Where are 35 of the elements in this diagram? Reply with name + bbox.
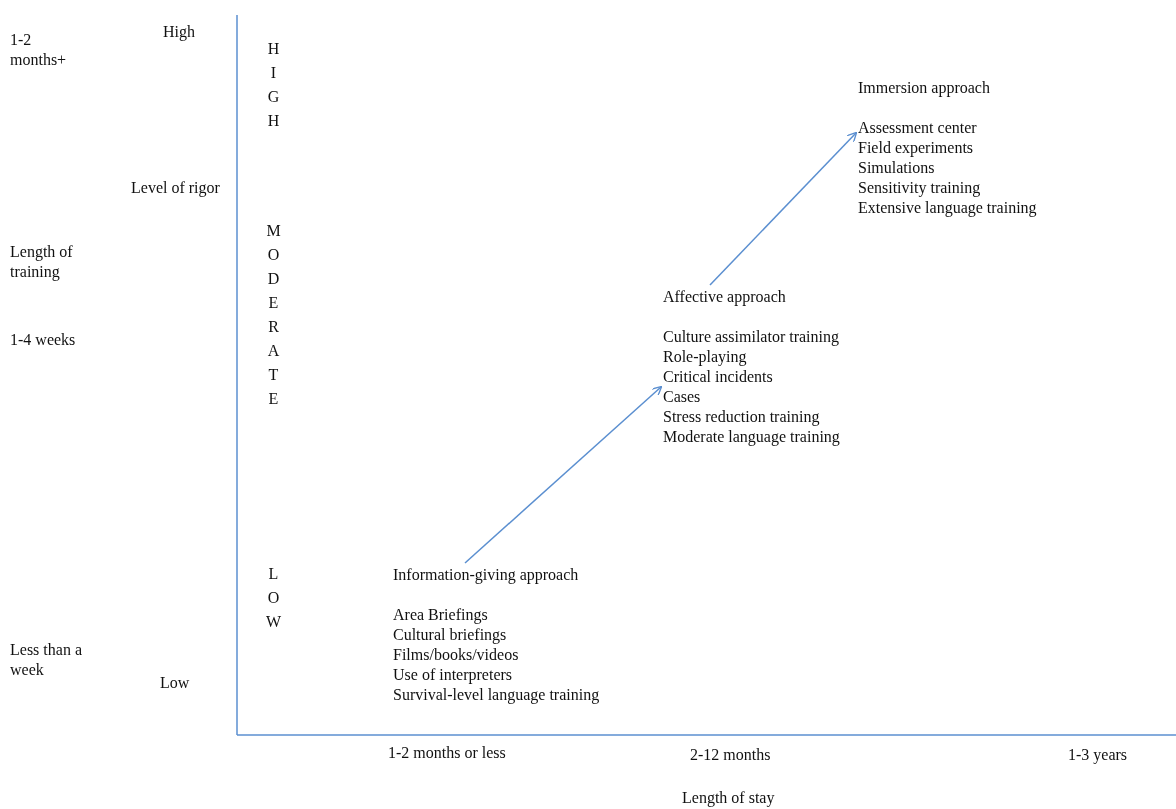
list-item: Critical incidents: [663, 367, 774, 387]
level-label: LOW: [264, 565, 283, 637]
list-item: Use of interpreters: [393, 665, 514, 685]
list-item: Area Briefings: [393, 605, 489, 625]
axis-label: Length of stay: [682, 788, 775, 808]
axis-label: 1-2 months or less: [388, 743, 507, 763]
list-item: Survival-level language training: [393, 685, 600, 705]
list-item: Culture assimilator training: [663, 327, 840, 347]
approach-heading: Information-giving approach: [393, 565, 580, 585]
list-item: Stress reduction training: [663, 407, 821, 427]
approach-heading: Immersion approach: [858, 78, 991, 98]
approach-heading: Affective approach: [663, 287, 787, 307]
axis-label: Level of rigor: [131, 178, 221, 198]
list-item: Extensive language training: [858, 198, 1037, 218]
level-label: MODERATE: [264, 222, 283, 414]
list-item: Moderate language training: [663, 427, 840, 447]
axis-label: 2-12 months: [690, 745, 771, 765]
list-item: Assessment center: [858, 118, 978, 138]
list-item: Cases: [663, 387, 702, 407]
arrow: [709, 131, 858, 286]
arrow: [464, 385, 663, 564]
level-label: HIGH: [264, 40, 283, 136]
axis-label: 1-2 months+: [10, 30, 68, 70]
list-item: Films/books/videos: [393, 645, 520, 665]
list-item: Role-playing: [663, 347, 748, 367]
list-item: Field experiments: [858, 138, 975, 158]
axis-label: Low: [160, 673, 190, 693]
axis-label: 1-3 years: [1068, 745, 1128, 765]
list-item: Simulations: [858, 158, 936, 178]
axis-label: High: [163, 22, 195, 42]
axis-label: 1-4 weeks: [10, 330, 77, 350]
list-item: Cultural briefings: [393, 625, 508, 645]
axis-label: Length of training: [10, 242, 74, 282]
axis-label: Less than a week: [10, 640, 83, 680]
list-item: Sensitivity training: [858, 178, 982, 198]
